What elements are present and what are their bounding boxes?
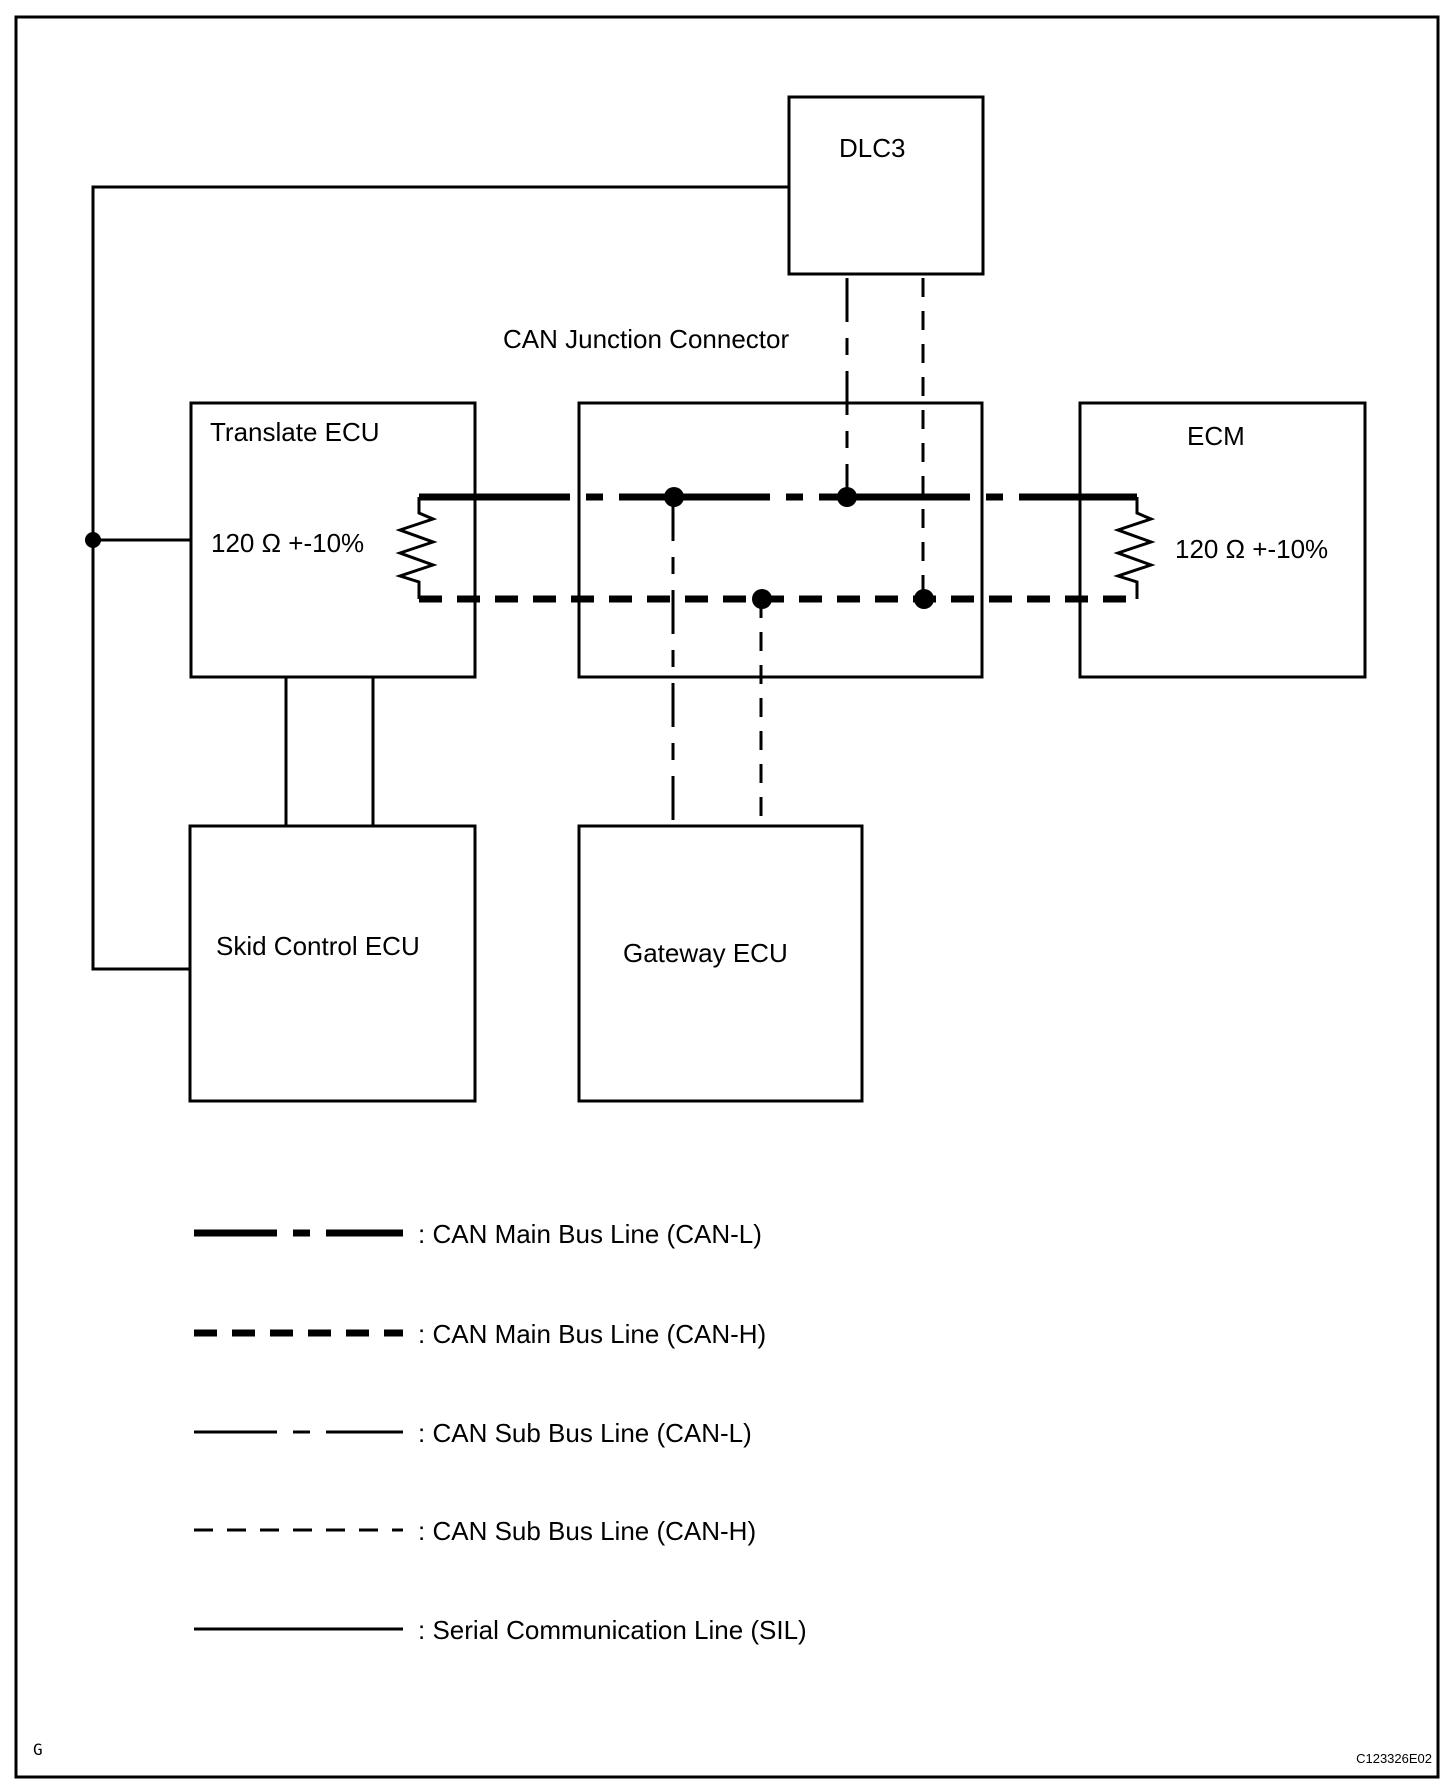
sil-line <box>91 185 789 971</box>
junction-connector-label: CAN Junction Connector <box>503 324 789 354</box>
legend-item: : CAN Main Bus Line (CAN-H) <box>194 1319 766 1349</box>
legend-item: : CAN Main Bus Line (CAN-L) <box>194 1219 762 1249</box>
junction-dot <box>664 487 684 507</box>
legend-label: : CAN Sub Bus Line (CAN-L) <box>418 1418 752 1448</box>
ecm-resistor-value: 120 Ω +-10% <box>1175 534 1328 564</box>
dlc3-box: DLC3 <box>787 95 985 276</box>
translate-ecu-label: Translate ECU <box>210 417 380 447</box>
gateway-ecu-box: Gateway ECU <box>577 824 864 1103</box>
legend-label: : Serial Communication Line (SIL) <box>418 1615 807 1645</box>
ecm-box: ECM 120 Ω +-10% <box>1078 401 1367 679</box>
translate-ecu-resistor-value: 120 Ω +-10% <box>211 528 364 558</box>
sil-junction-dot <box>85 532 101 548</box>
legend: : CAN Main Bus Line (CAN-L) : CAN Main Bu… <box>194 1219 807 1645</box>
gateway-ecu-label: Gateway ECU <box>623 938 788 968</box>
legend-label: : CAN Main Bus Line (CAN-L) <box>418 1219 762 1249</box>
translate-ecu-box: Translate ECU 120 Ω +-10% <box>189 401 477 679</box>
junction-dot <box>752 589 772 609</box>
skid-control-ecu-label: Skid Control ECU <box>216 931 420 961</box>
skid-control-ecu-box: Skid Control ECU <box>188 824 477 1103</box>
legend-item: : Serial Communication Line (SIL) <box>194 1615 807 1645</box>
ecm-label: ECM <box>1187 421 1245 451</box>
outer-frame <box>14 15 1440 1779</box>
resistor-icon-translate <box>395 497 438 599</box>
junction-dot <box>914 589 934 609</box>
junction-dot <box>837 487 857 507</box>
corner-mark: G <box>33 1740 43 1759</box>
dlc3-label: DLC3 <box>839 133 905 163</box>
legend-label: : CAN Main Bus Line (CAN-H) <box>418 1319 766 1349</box>
junction-connector-box <box>577 401 984 679</box>
legend-label: : CAN Sub Bus Line (CAN-H) <box>418 1516 756 1546</box>
legend-item: : CAN Sub Bus Line (CAN-H) <box>194 1516 756 1546</box>
legend-item: : CAN Sub Bus Line (CAN-L) <box>194 1418 752 1448</box>
figure-code: C123326E02 <box>1356 1751 1432 1766</box>
resistor-icon-ecm <box>1113 497 1156 599</box>
